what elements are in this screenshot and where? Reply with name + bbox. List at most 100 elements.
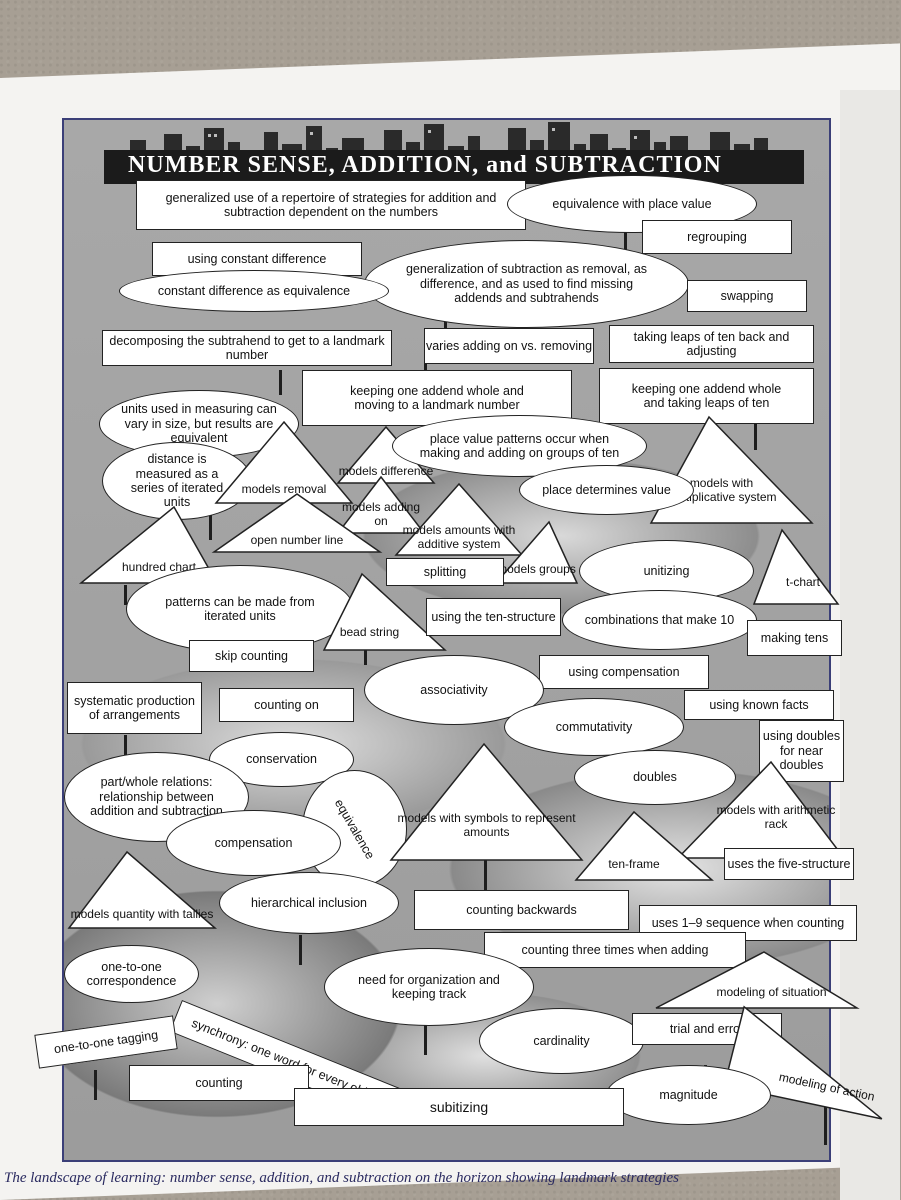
landmark-label: doubles xyxy=(633,770,677,785)
triangle-shape xyxy=(211,493,383,553)
page-title: NUMBER SENSE, ADDITION, and SUBTRACTION xyxy=(128,152,722,178)
landmark-models-tallies: models quantity with tallies xyxy=(67,850,218,930)
landmark-modeling-situation: modeling of situation xyxy=(654,950,860,1010)
landmark-magnitude: magnitude xyxy=(606,1065,771,1125)
landmark-bead-string: bead string xyxy=(322,572,447,652)
landscape-frame: NUMBER SENSE, ADDITION, and SUBTRACTION … xyxy=(34,118,883,1162)
landmark-constant-difference-equivalence: constant difference as equivalence xyxy=(119,270,389,312)
signpost-pole xyxy=(94,1070,97,1100)
landmark-label: systematic production of arrangements xyxy=(74,693,195,722)
landmark-compensation: compensation xyxy=(166,810,341,876)
landmark-label: using compensation xyxy=(568,664,680,679)
landmark-models-arithmetic-rack: models with arithmetic rack xyxy=(676,760,846,860)
landmark-label: hierarchical inclusion xyxy=(250,895,368,910)
landmark-models-groups: models groups xyxy=(494,520,579,585)
signpost-pole xyxy=(279,370,282,395)
landmark-generalized-repertoire: generalized use of a repertoire of strat… xyxy=(136,180,526,230)
signpost-pole xyxy=(624,230,627,260)
landmark-label: making tens xyxy=(760,630,829,645)
landmark-label: keeping one addend whole and taking leap… xyxy=(631,381,782,410)
landmark-counting-on: counting on xyxy=(219,688,354,722)
landmark-label: generalization of subtraction as removal… xyxy=(405,262,648,306)
landmark-label: counting on xyxy=(254,697,319,712)
landmark-label: hundred chart xyxy=(121,560,197,575)
landmark-label: models with arithmetic rack xyxy=(716,803,836,832)
signpost-pole xyxy=(824,1105,827,1145)
landmark-label: uses 1–9 sequence when counting xyxy=(651,915,845,930)
triangle-shape xyxy=(322,572,447,651)
landmark-label: varies adding on vs. removing xyxy=(425,338,593,353)
landmark-models-adding-on: models adding on xyxy=(336,475,426,535)
landmark-label: skip counting xyxy=(215,648,288,663)
landmark-label: commutativity xyxy=(555,719,633,734)
landmark-distance-iterated: distance is measured as a series of iter… xyxy=(102,442,252,520)
signpost-pole xyxy=(424,1025,427,1055)
landmark-label: one-to-one tagging xyxy=(53,1027,159,1057)
landmark-one-to-one-correspondence: one-to-one correspondence xyxy=(64,945,199,1003)
triangle-shape xyxy=(67,850,218,929)
triangle-shape xyxy=(336,475,426,534)
landmark-label: models removal xyxy=(241,482,327,497)
next-page-edge xyxy=(840,90,900,1200)
landmark-place-determines-value: place determines value xyxy=(519,465,694,515)
triangle-shape xyxy=(655,951,860,1009)
landmark-models-symbols: models with symbols to represent amounts xyxy=(389,742,584,862)
landmark-models-multiplicative: models with multiplicative system xyxy=(649,415,814,525)
landmark-uses-five-structure: uses the five-structure xyxy=(724,848,854,880)
landmark-label: models with symbols to represent amounts xyxy=(397,811,576,840)
landmark-label: open number line xyxy=(250,533,344,548)
landmark-counting: counting xyxy=(129,1065,309,1101)
landmark-counting-backwards: counting backwards xyxy=(414,890,629,930)
triangle-shape xyxy=(752,528,840,605)
landmark-label: using the ten-structure xyxy=(431,609,556,624)
landmark-label: one-to-one correspondence xyxy=(86,959,177,988)
landmark-label: place value patterns occur when making a… xyxy=(419,431,620,460)
landmark-label: cardinality xyxy=(533,1033,590,1048)
landmark-models-additive: models amounts with additive system xyxy=(394,482,524,557)
landmark-using-compensation: using compensation xyxy=(539,655,709,689)
landmark-label: constant difference as equivalence xyxy=(157,283,351,298)
signpost-pole xyxy=(209,515,212,540)
triangle-shape xyxy=(574,810,715,881)
landmark-ten-frame: ten-frame xyxy=(574,810,715,882)
landmark-label: models with multiplicative system xyxy=(666,476,777,505)
landmark-label: models quantity with tallies xyxy=(70,907,214,922)
landmark-label: trial and error xyxy=(669,1021,745,1036)
landmark-splitting: splitting xyxy=(386,558,504,586)
landmark-label: unitizing xyxy=(643,563,690,578)
landmark-label: models adding on xyxy=(341,500,421,529)
landmark-need-for-organization: need for organization and keeping track xyxy=(324,948,534,1026)
landmark-commutativity: commutativity xyxy=(504,698,684,756)
signpost-pole xyxy=(364,640,367,665)
landmark-t-chart: t-chart xyxy=(752,528,840,606)
landmark-label: associativity xyxy=(420,682,488,697)
landmark-regrouping: regrouping xyxy=(642,220,792,254)
landmark-label: t-chart xyxy=(785,575,820,590)
landmark-label: keeping one addend whole and moving to a… xyxy=(350,383,524,412)
landmark-label: combinations that make 10 xyxy=(584,612,735,627)
signpost-pole xyxy=(484,855,487,895)
landmark-label: need for organization and keeping track xyxy=(358,972,500,1001)
landmark-decomposing-subtrahend: decomposing the subtrahend to get to a l… xyxy=(102,330,392,366)
landmark-label: conservation xyxy=(246,752,317,767)
landmark-hundred-chart: hundred chart xyxy=(78,505,219,585)
landmark-keeping-addend-leaps: keeping one addend whole and taking leap… xyxy=(599,368,814,424)
triangle-shape xyxy=(394,482,524,556)
landmark-label: equivalence with place value xyxy=(552,196,712,211)
landmark-label: models difference xyxy=(338,464,434,479)
landmark-label: compensation xyxy=(214,835,293,850)
signpost-pole xyxy=(754,420,757,450)
landmark-label: regrouping xyxy=(687,229,747,244)
landmark-label: models amounts with additive system xyxy=(402,523,516,552)
landmark-hierarchical-inclusion: hierarchical inclusion xyxy=(219,872,399,934)
landmark-label: units used in measuring can vary in size… xyxy=(121,402,277,446)
landmark-label: using known facts xyxy=(709,697,809,712)
landmark-label: ten-frame xyxy=(608,857,660,872)
landmark-label: counting xyxy=(195,1075,243,1090)
landmark-label: distance is measured as a series of iter… xyxy=(130,452,224,510)
triangle-shape xyxy=(649,415,814,524)
landmark-varies-adding: varies adding on vs. removing xyxy=(424,328,594,364)
figure-caption: The landscape of learning: number sense,… xyxy=(4,1170,679,1186)
landmark-generalization-subtraction: generalization of subtraction as removal… xyxy=(364,240,689,328)
landmark-making-tens: making tens xyxy=(747,620,842,656)
